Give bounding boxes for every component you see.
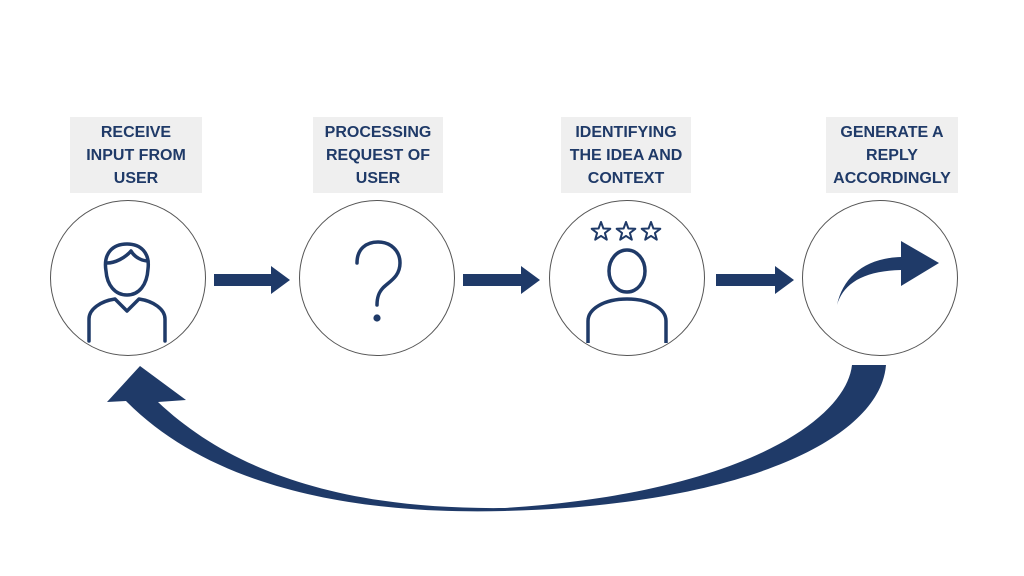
step-4-label: GENERATE A REPLY ACCORDINGLY (826, 117, 958, 193)
right-arrow-icon (463, 266, 540, 294)
step-2-circle (299, 200, 455, 356)
step-3-label: IDENTIFYING THE IDEA AND CONTEXT (561, 117, 691, 193)
user-stars-icon (586, 221, 668, 343)
step-3-circle (549, 200, 705, 356)
loop-back-arrow-icon (107, 365, 886, 512)
step-4-circle (802, 200, 958, 356)
step-2-label: PROCESSING REQUEST OF USER (313, 117, 443, 193)
step-1-circle (50, 200, 206, 356)
step-1-label: RECEIVE INPUT FROM USER (70, 117, 202, 193)
user-icon (87, 242, 167, 343)
question-mark-icon (355, 240, 402, 322)
right-arrow-icon (716, 266, 794, 294)
right-arrow-icon (214, 266, 290, 294)
reply-arrow-icon (837, 241, 939, 305)
